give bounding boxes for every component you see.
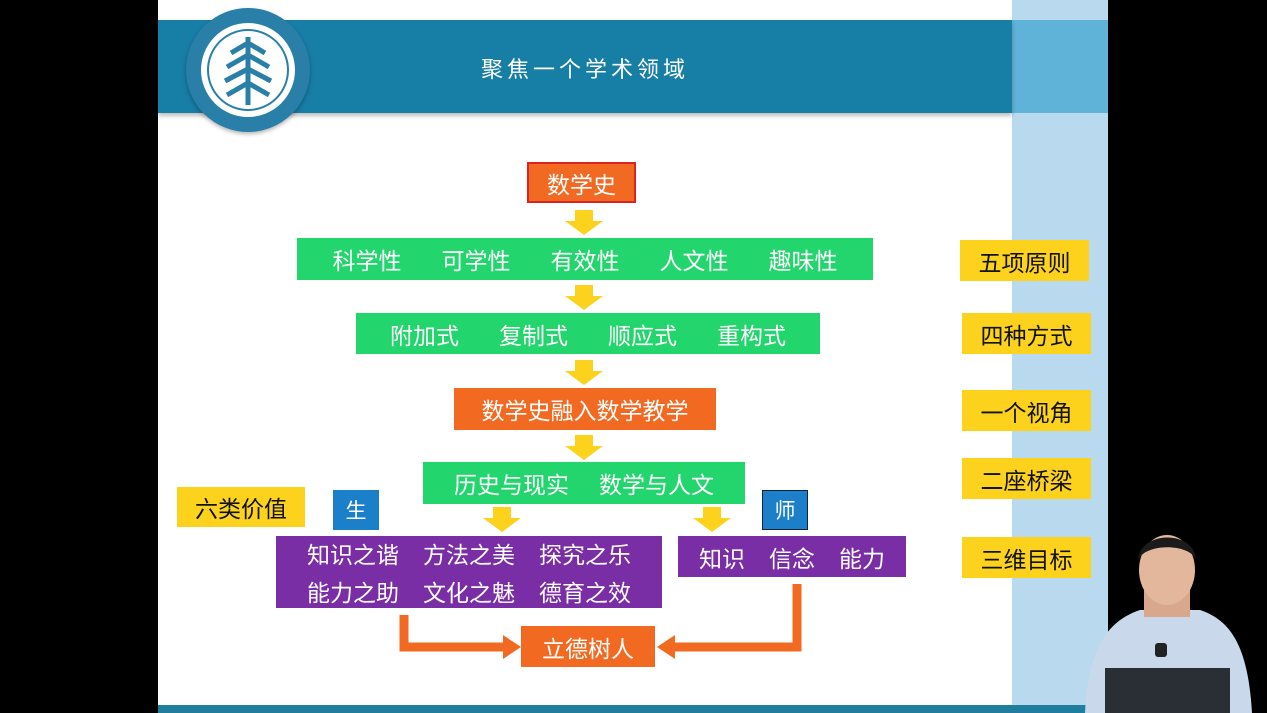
teacher-value: 信念 (769, 546, 815, 573)
teacher-values-box: 知识 信念 能力 (678, 536, 906, 577)
method: 顺应式 (608, 323, 677, 350)
principle: 科学性 (332, 249, 402, 275)
down-arrow-icon (565, 285, 603, 310)
principle: 趣味性 (768, 249, 838, 275)
bridge: 数学与人文 (599, 473, 714, 499)
math-history-box: 数学史 (527, 162, 636, 203)
goal-box: 立德树人 (521, 626, 655, 667)
down-arrow-icon (565, 360, 603, 385)
slide-title: 聚焦一个学术领域 (480, 58, 689, 83)
side-label-methods: 四种方式 (962, 313, 1091, 354)
university-logo (186, 8, 310, 132)
student-value: 方法之美 (423, 543, 515, 569)
principles-box: 科学性 可学性 有效性 人文性 趣味性 (297, 238, 873, 280)
side-label-perspective: 一个视角 (962, 390, 1091, 431)
slide-bottom-strip (158, 705, 1108, 713)
six-values-label: 六类价值 (177, 487, 305, 527)
principle: 可学性 (441, 249, 511, 275)
slide-sidebar (1012, 0, 1108, 713)
student-value: 探究之乐 (539, 543, 631, 569)
student-label: 生 (333, 490, 379, 530)
student-value: 德育之效 (539, 581, 631, 607)
method: 复制式 (499, 323, 568, 350)
down-arrow-icon (483, 507, 521, 532)
principle: 人文性 (659, 249, 729, 275)
connector-arrows-icon (399, 584, 802, 659)
principle: 有效性 (550, 249, 620, 275)
slide-sidebar-top (1012, 20, 1108, 113)
student-value: 文化之魅 (423, 581, 515, 607)
teacher-value: 知识 (699, 546, 745, 573)
presenter-video (1085, 535, 1252, 713)
perspective-box: 数学史融入数学教学 (454, 388, 716, 430)
teacher-value: 能力 (839, 546, 885, 573)
side-label-principles: 五项原则 (960, 240, 1089, 281)
student-value: 知识之谐 (307, 543, 399, 569)
down-arrow-icon (565, 435, 603, 460)
teacher-label: 师 (762, 490, 808, 530)
methods-box: 附加式 复制式 顺应式 重构式 (356, 313, 820, 354)
student-value: 能力之助 (307, 581, 399, 607)
method: 重构式 (717, 323, 786, 350)
bridge: 历史与现实 (454, 473, 569, 499)
tree-emblem-icon (187, 9, 309, 131)
down-arrow-icon (565, 210, 603, 235)
method: 附加式 (390, 323, 459, 350)
down-arrow-icon (693, 507, 731, 532)
student-values-box: 知识之谐 方法之美 探究之乐 能力之助 文化之魅 德育之效 (276, 536, 662, 608)
bridges-box: 历史与现实 数学与人文 (423, 462, 745, 504)
side-label-goals: 三维目标 (962, 537, 1091, 578)
side-label-bridges: 二座桥梁 (962, 458, 1091, 499)
